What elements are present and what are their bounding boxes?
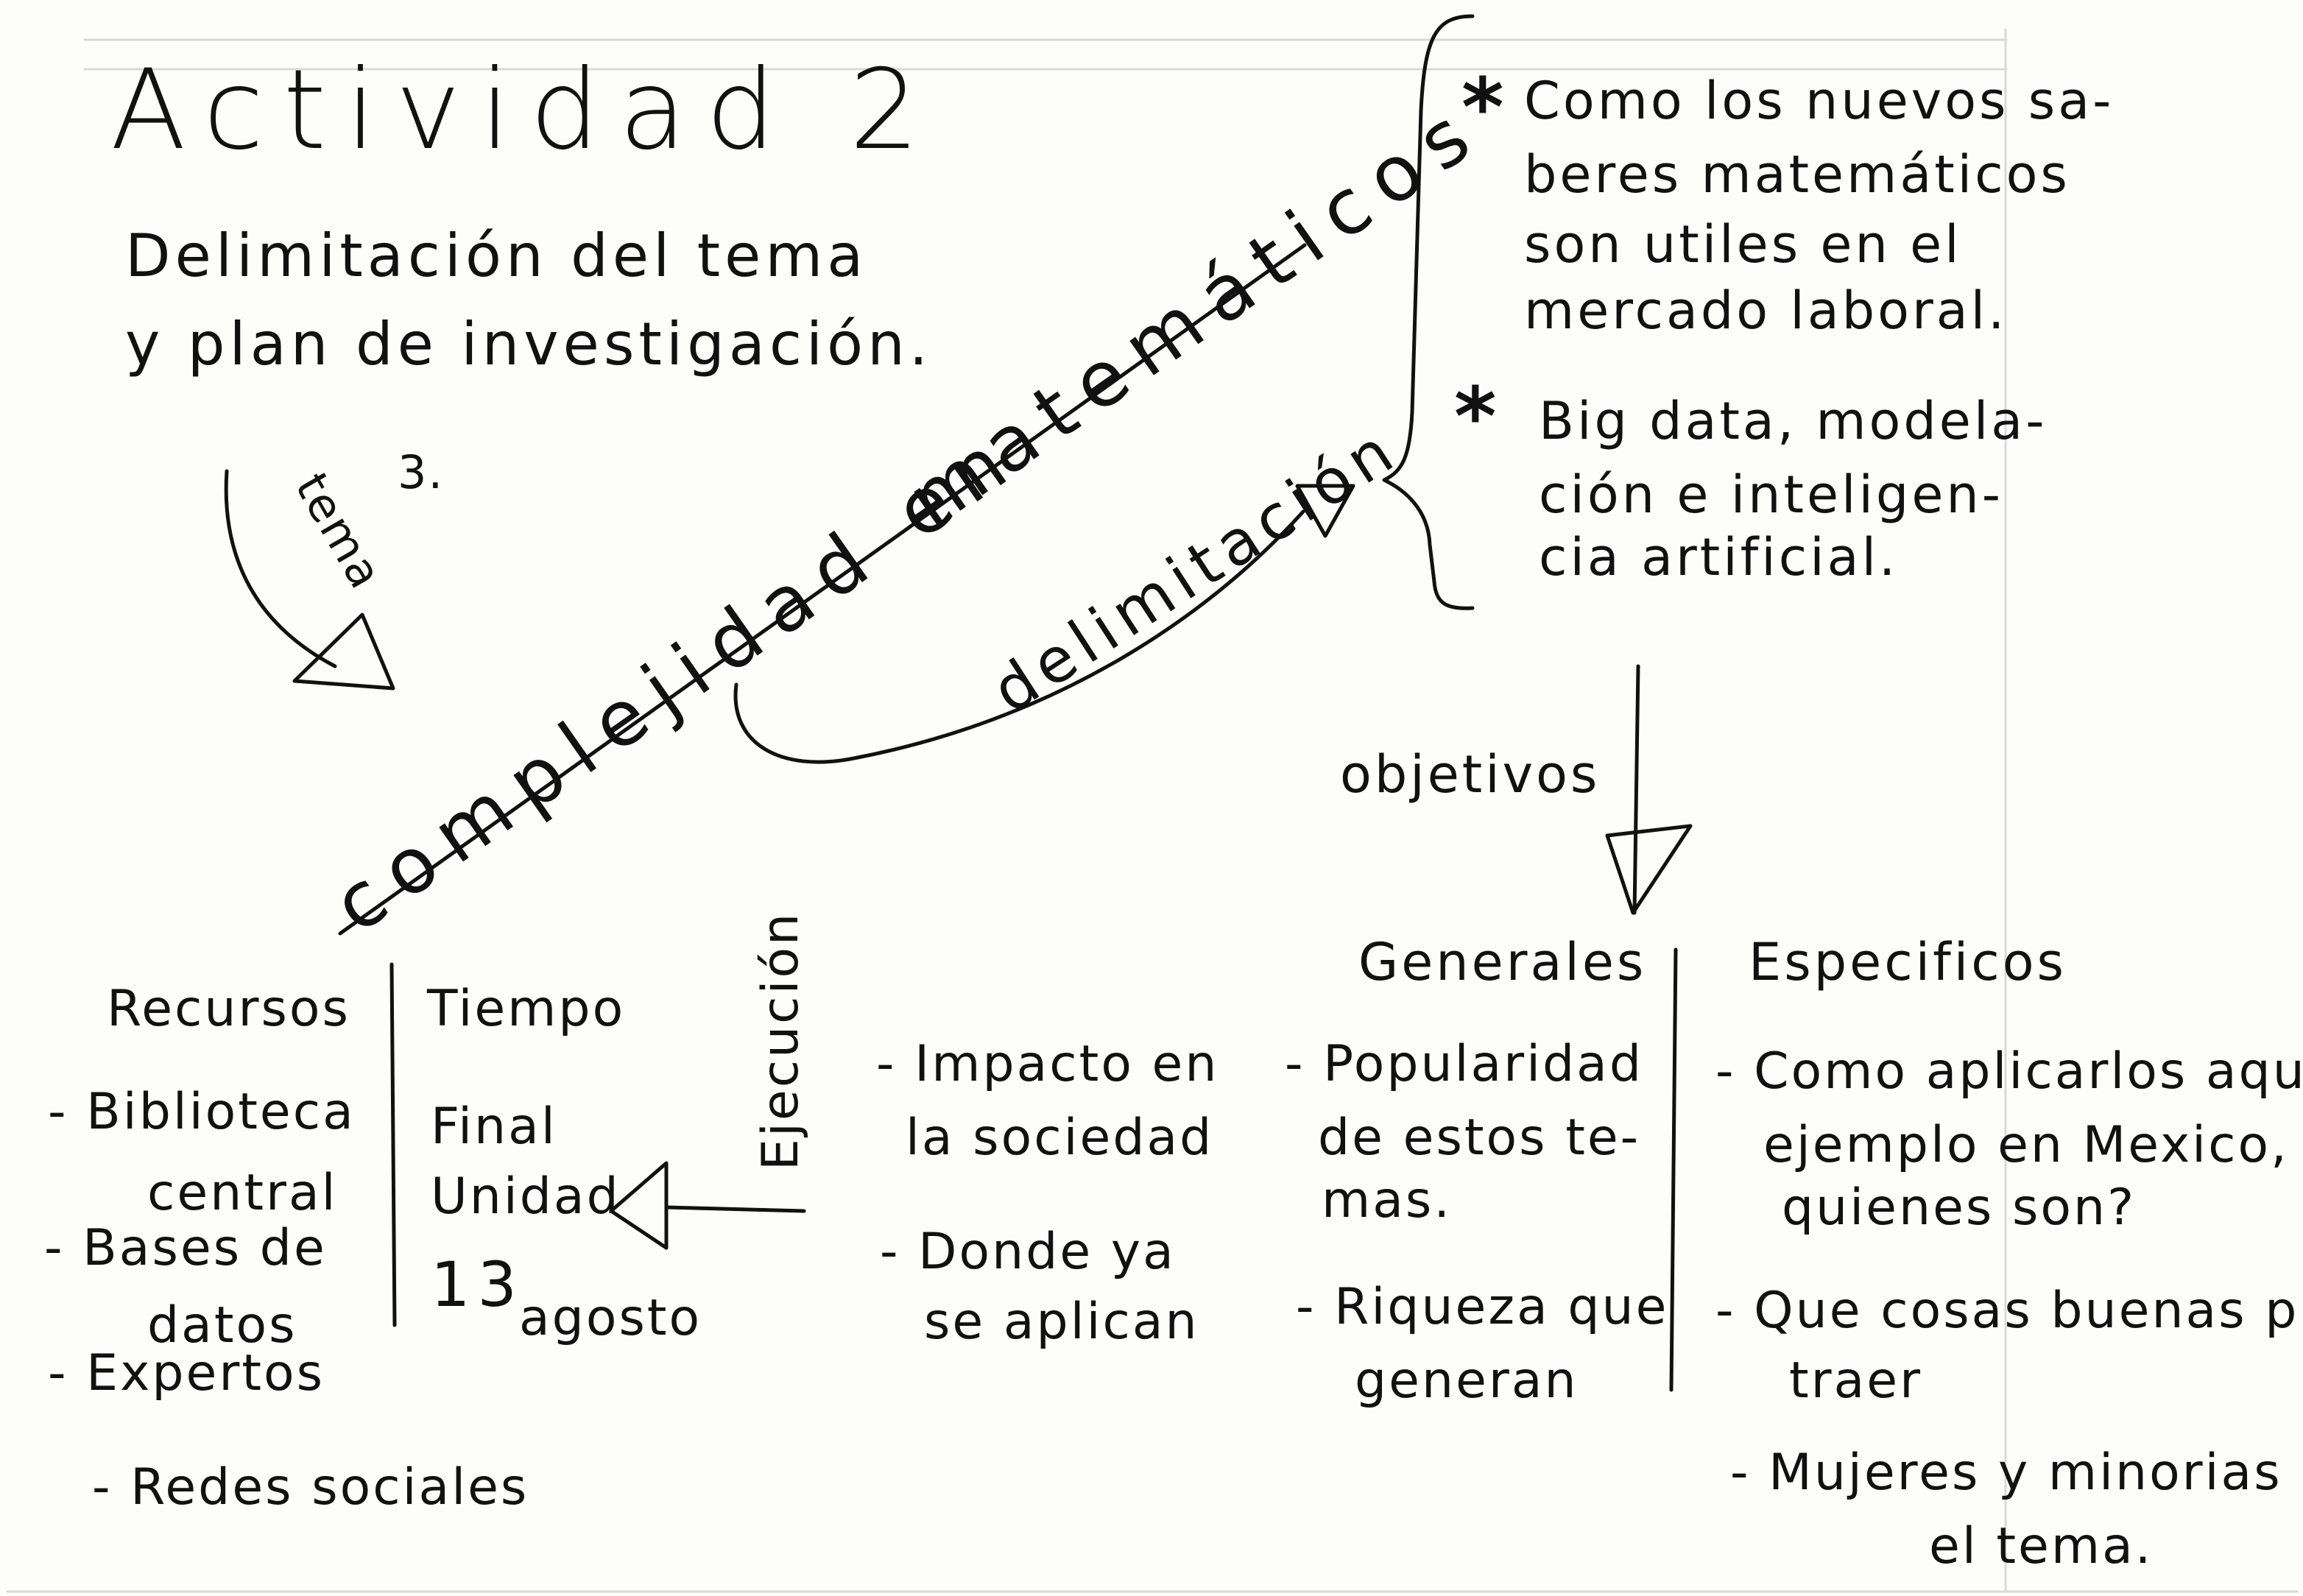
delimitacion-arrow-line (733, 509, 1305, 764)
recursos-item-1-line-2: central (147, 1164, 338, 1222)
especificos-item-1-line-3: quienes son? (1782, 1179, 2137, 1237)
tiempo-month: agosto (519, 1289, 702, 1347)
especificos-header: Especificos (1749, 932, 2067, 992)
ejecucion-item-2-line-2: se aplican (924, 1293, 1199, 1351)
recursos-item-4-line-1: - Redes sociales (92, 1458, 529, 1516)
delimitation-point-2-line-1: Big data, modela- (1539, 391, 2048, 451)
recursos-item-3-line-1: - Expertos (48, 1344, 325, 1402)
recursos-header: Recursos (107, 980, 350, 1038)
delimitation-point-1-line-3: son utiles en el (1524, 214, 1962, 275)
bullet-star-1: * (1461, 60, 1504, 155)
generales-item-2-line-1: - Riqueza que (1296, 1278, 1669, 1336)
subtitle-line-2: y plan de investigación. (125, 310, 933, 378)
especificos-item-2-line-1: - Que cosas buenas pude (1715, 1282, 2303, 1340)
tiempo-line-2: Unidad (431, 1168, 621, 1226)
tiempo-header: Tiempo (427, 980, 626, 1038)
generales-header: Generales (1358, 932, 1647, 992)
page-title: Actividad 2 (110, 46, 939, 174)
delimitation-point-2-line-2: ción e inteligen- (1539, 465, 2004, 525)
ejecucion-item-1-line-2: la sociedad (906, 1109, 1214, 1167)
objetivos-divider (1669, 947, 1678, 1392)
notebook-grid-lines (6, 28, 2299, 1593)
delimitation-point-1-line-2: beres matemáticos (1524, 144, 2070, 205)
recursos-item-1-line-1: - Biblioteca (48, 1083, 356, 1141)
generales-item-1-line-1: - Popularidad (1285, 1035, 1644, 1093)
tiempo-day: 13 (431, 1249, 524, 1321)
generales-item-1-line-2: de estos te- (1318, 1109, 1641, 1167)
recursos-tiempo-divider (389, 962, 397, 1327)
subtitle-line-1: Delimitación del tema (125, 222, 868, 290)
ejecucion-arrow-head (609, 1161, 669, 1250)
especificos-item-3-line-1: - Mujeres y minorias en (1730, 1444, 2303, 1502)
tema-arrow-head (292, 612, 395, 691)
ejecucion-item-1-line-1: - Impacto en (876, 1035, 1219, 1093)
especificos-item-3-line-2: el tema. (1929, 1517, 2154, 1575)
generales-item-1-line-3: mas. (1322, 1171, 1452, 1229)
delimitation-point-1-line-1: Como los nuevos sa- (1524, 71, 2115, 131)
recursos-item-2-line-1: - Bases de (44, 1219, 327, 1277)
delimitation-point-1-line-4: mercado laboral. (1524, 280, 2008, 341)
delimitation-point-2-line-3: cia artificial. (1539, 527, 1899, 587)
bullet-star-2: * (1454, 370, 1497, 464)
ejecucion-arrow-line (664, 1205, 806, 1213)
brace (1382, 14, 1475, 610)
tema-number-label: 3. (398, 445, 445, 499)
ejecucion-label: Ejecución (752, 911, 810, 1170)
especificos-item-1-line-2: ejemplo en Mexico, (1763, 1116, 2289, 1174)
tema-arrow-line (224, 469, 337, 668)
topic-underline (338, 243, 1307, 936)
delimitacion-arrow-head (1295, 484, 1355, 538)
especificos-item-1-line-1: - Como aplicarlos aqui; (1715, 1042, 2303, 1101)
objetivos-label: objetivos (1340, 744, 1601, 805)
objetivos-arrow-line (1632, 664, 1640, 915)
objetivos-arrow-head (1605, 824, 1693, 915)
tiempo-line-1: Final (431, 1098, 557, 1156)
generales-item-2-line-2: generan (1355, 1352, 1579, 1410)
ejecucion-item-2-line-1: - Donde ya (880, 1223, 1176, 1281)
recursos-item-2-line-2: datos (147, 1296, 297, 1355)
especificos-item-2-line-2: traer (1789, 1352, 1923, 1410)
